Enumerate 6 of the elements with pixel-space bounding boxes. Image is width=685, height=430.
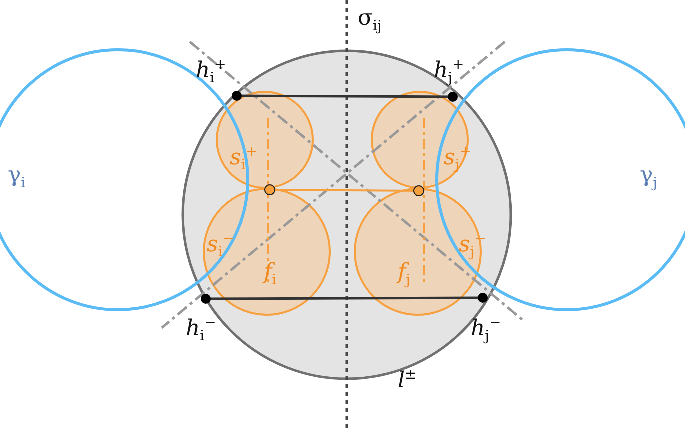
math-label: l$^{±}$ bbox=[398, 368, 417, 392]
math-label: f$_{i}$ bbox=[264, 262, 277, 288]
math-label: γ$_{i}$ bbox=[8, 165, 26, 190]
math-label: γ$_{j}$ bbox=[640, 165, 658, 190]
math-label: σ$_{ij}$ bbox=[358, 8, 382, 34]
math-label: f$_{j}$ bbox=[398, 262, 410, 288]
